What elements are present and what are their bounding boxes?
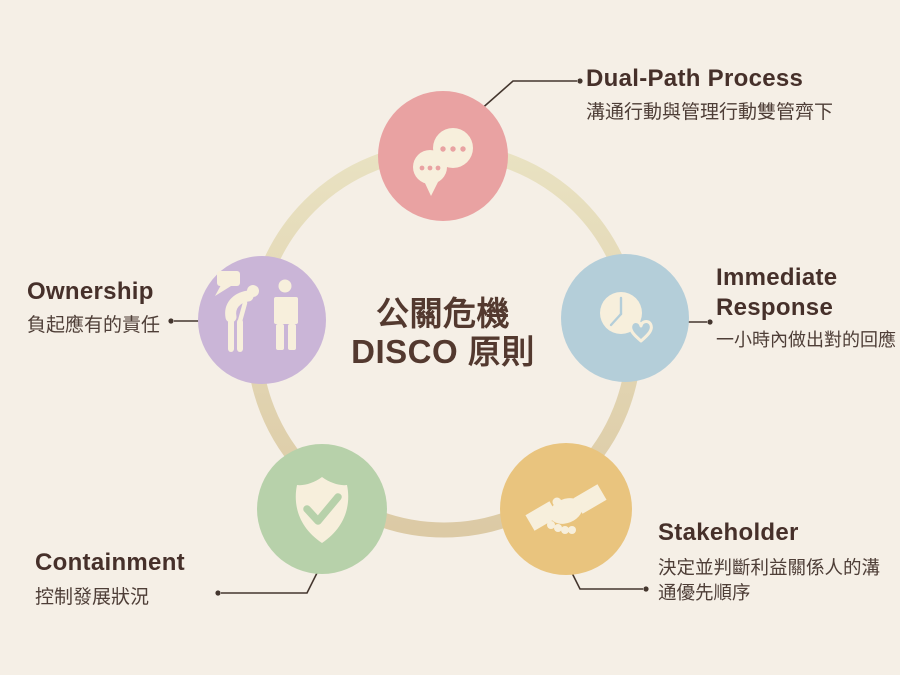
shield-check-icon [295, 477, 349, 543]
node-stakeholder [500, 443, 632, 575]
label-containment: Containment 控制發展狀況 [35, 550, 185, 610]
stakeholder-desc-line2: 通優先順序 [658, 582, 751, 603]
center-title-line1: 公關危機 [376, 295, 510, 332]
speech-bubbles-icon [413, 128, 473, 196]
immediate-title-line2: Response [716, 294, 834, 321]
connector-dots [168, 78, 713, 596]
label-ownership: Ownership 負起應有的責任 [27, 279, 160, 338]
node-containment [257, 444, 387, 574]
immediate-title-line1: Immediate [716, 264, 838, 291]
label-dual-path: Dual-Path Process 溝通行動與管理行動雙管齊下 [586, 66, 833, 125]
containment-title: Containment [35, 549, 185, 576]
connector-dot [215, 590, 221, 596]
ownership-desc: 負起應有的責任 [27, 315, 161, 336]
center-title-line2: DISCO 原則 [351, 333, 535, 370]
connector-dot [643, 586, 649, 592]
node-dual-path [378, 91, 508, 221]
containment-desc: 控制發展狀況 [35, 587, 150, 608]
connector-dot [577, 78, 583, 84]
stakeholder-title: Stakeholder [658, 519, 799, 546]
dual-path-title: Dual-Path Process [586, 65, 804, 92]
immediate-desc: 一小時內做出對的回應 [716, 330, 896, 350]
node-ownership [198, 256, 326, 384]
handshake-icon [525, 484, 607, 534]
ownership-title: Ownership [27, 278, 154, 305]
label-stakeholder: Stakeholder 決定並判斷利益關係人的溝 通優先順序 [658, 520, 880, 605]
node-immediate-response [561, 254, 689, 382]
clock-heart-icon [600, 292, 653, 343]
connector-dot [168, 318, 174, 324]
ownership-circle [198, 256, 326, 384]
dual-path-desc: 溝通行動與管理行動雙管齊下 [586, 102, 834, 123]
connector-dot [707, 319, 713, 325]
people-apology-icon [215, 271, 298, 352]
center-title: 公關危機 DISCO 原則 [351, 295, 535, 371]
label-immediate-response: Immediate Response 一小時內做出對的回應 [716, 263, 896, 352]
stakeholder-desc-line1: 決定並判斷利益關係人的溝 [658, 557, 881, 578]
